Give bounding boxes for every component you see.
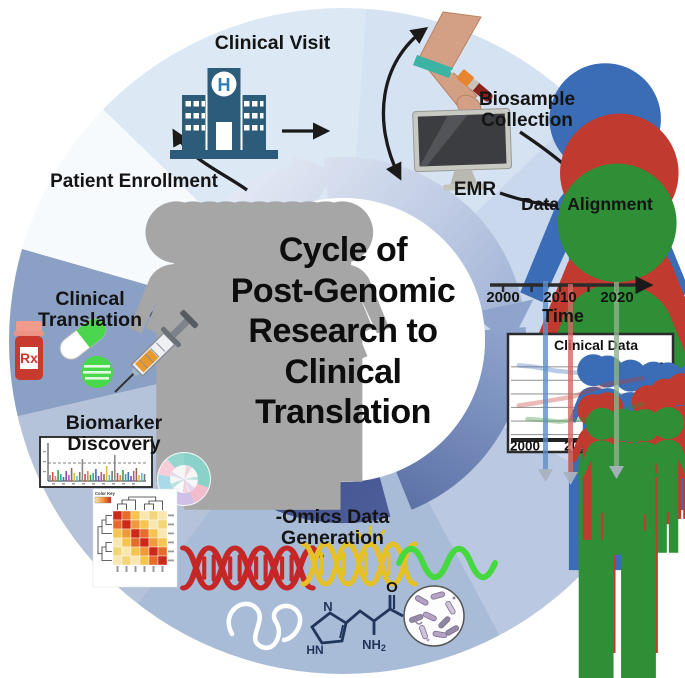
manhattan-plot-icon — [39, 436, 153, 488]
protein-squiggle-icon — [226, 601, 303, 650]
timeline-tick-2020: 2020 — [600, 289, 634, 306]
clinical-translation-label: Clinical Translation — [37, 288, 143, 332]
dendrogram-left — [97, 515, 112, 561]
enrollment-to-visit-arrow — [172, 128, 248, 192]
capsule-icon — [59, 318, 107, 360]
emr-label: EMR — [453, 179, 497, 200]
syringe-icon — [114, 309, 199, 393]
time-label: Time — [542, 306, 584, 326]
alignment-drop-lines — [538, 281, 624, 485]
microbiome-icon — [403, 585, 465, 647]
biomarker-discovery-label: Biomarker Discovery — [65, 412, 163, 456]
dna-yellow-icon — [300, 525, 418, 587]
emr-monitor-icon — [412, 107, 513, 191]
svg-text:Color Key: Color Key — [95, 491, 115, 496]
clinical-data-chart: 282624222018Clinical Data200020102020 — [506, 332, 685, 556]
svg-text:HN: HN — [306, 643, 323, 657]
timeline-tick-2000: 2000 — [486, 289, 520, 306]
heatmap-icon: Color Key — [92, 488, 178, 588]
blood-draw-arm-icon — [413, 11, 493, 118]
dendrogram-top — [117, 496, 163, 510]
rx-label: Rx — [20, 350, 38, 366]
biosample-collection-label: Biosample Collection — [478, 89, 576, 131]
clinical-visit-label: Clinical Visit — [214, 32, 331, 54]
clinical-translation-icons: Rx — [14, 309, 199, 393]
svg-text:Clinical Data: Clinical Data — [554, 337, 638, 353]
data-alignment-label: Data Alignment — [521, 194, 653, 214]
patient-enrollment-label: Patient Enrollment — [50, 171, 218, 192]
biomarker-art: Color Key — [39, 436, 211, 588]
timeline-tick-2010: 2010 — [543, 289, 577, 306]
rna-green-icon — [396, 545, 498, 581]
svg-text:NH2: NH2 — [362, 637, 386, 653]
svg-text:O: O — [386, 579, 398, 596]
hospital-h: H — [218, 75, 231, 95]
omics-icons: N HN O OH NH2 — [180, 525, 498, 657]
hospital-icon: H — [170, 68, 278, 159]
dna-red-icon — [180, 545, 325, 591]
center-title: Cycle of Post-Genomic Research to Clinic… — [230, 231, 456, 431]
rx-bottle-icon: Rx — [14, 321, 44, 380]
round-pill-icon — [81, 356, 113, 388]
visit-biosample-double-arrow — [381, 26, 429, 181]
svg-text:2000: 2000 — [510, 439, 540, 454]
omics-label: -Omics Data Generation — [275, 506, 390, 550]
svg-text:N: N — [323, 599, 332, 614]
